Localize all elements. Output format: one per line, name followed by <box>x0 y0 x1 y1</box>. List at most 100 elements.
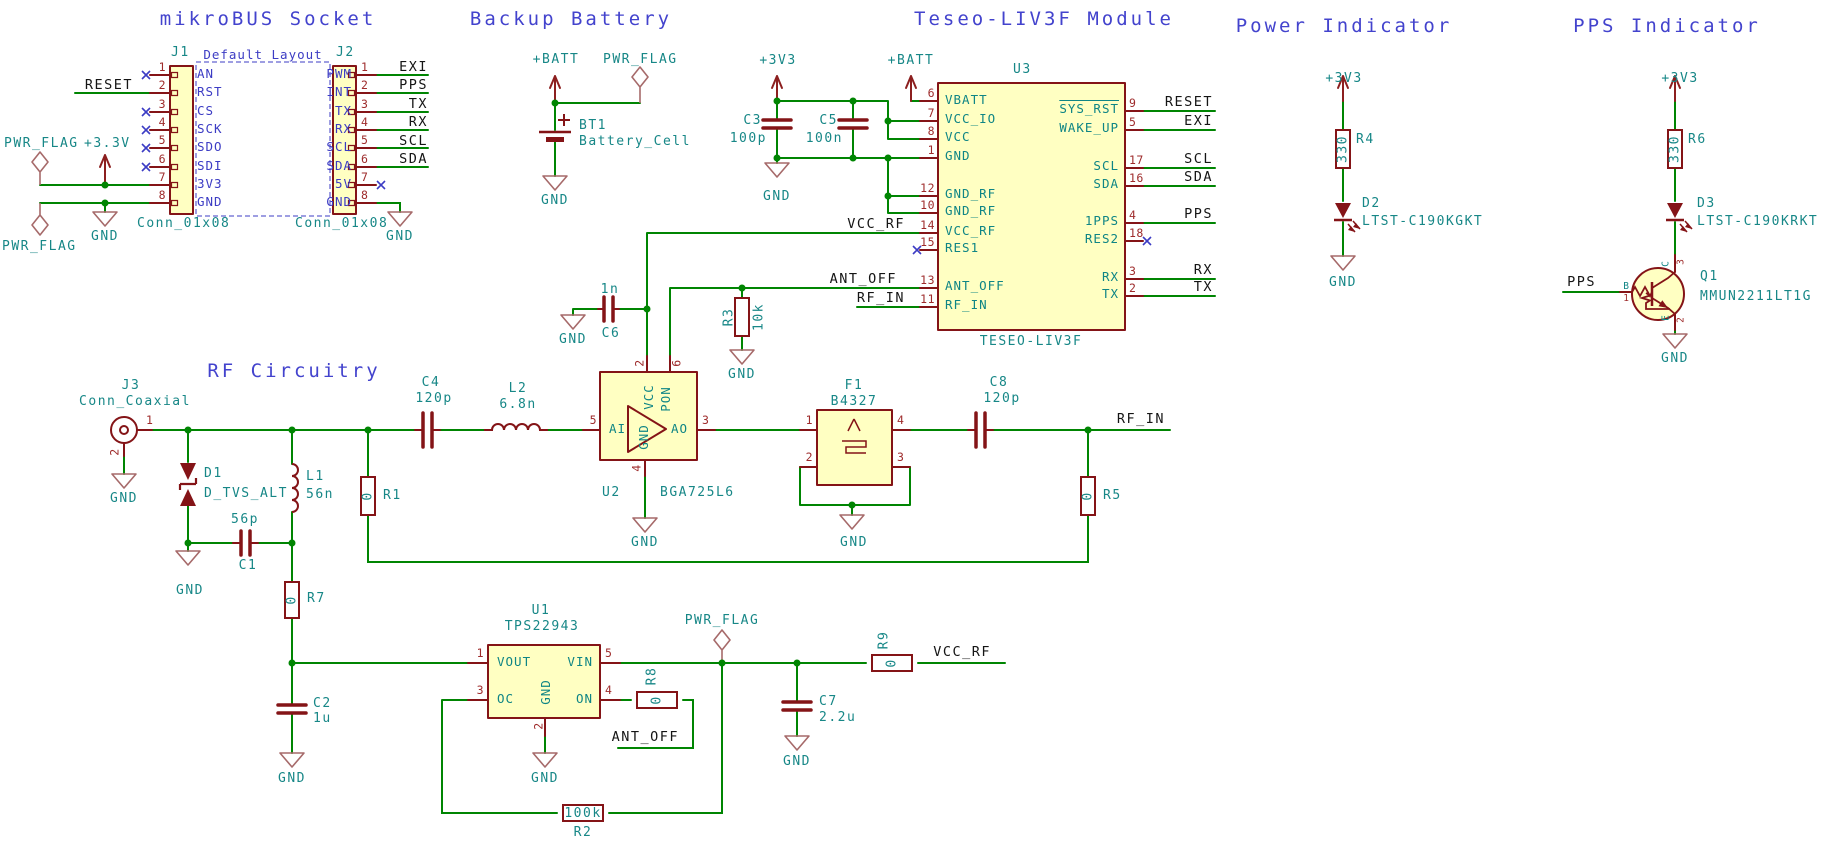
u1-pin-num-2[interactable]: 2 <box>531 722 546 730</box>
net-label-rx-u3[interactable]: RX <box>1193 262 1213 278</box>
q1-pin-num-3[interactable]: 3 <box>1675 259 1687 265</box>
r5-value[interactable]: 0 <box>1080 491 1096 501</box>
u3-pin-num-7[interactable]: 7 <box>927 106 935 120</box>
c5-ref[interactable]: C5 <box>819 113 838 128</box>
r1-ref[interactable]: R1 <box>383 488 402 503</box>
j1-pin-num-2[interactable]: 2 <box>158 78 166 92</box>
u3-pin-num-13[interactable]: 13 <box>920 273 935 287</box>
inductors[interactable] <box>291 423 548 513</box>
r8-ref[interactable]: R8 <box>644 666 660 686</box>
gnd-label-u1[interactable]: GND <box>531 771 559 786</box>
d3-value[interactable]: LTST-C190KRKT <box>1697 214 1819 229</box>
u3-pin-num-14[interactable]: 14 <box>920 218 935 232</box>
j1-pin-num-7[interactable]: 7 <box>158 170 166 184</box>
j2-pin-num-8[interactable]: 8 <box>361 188 369 202</box>
u3-pin-name-vcc-io[interactable]: VCC_IO <box>945 111 997 126</box>
j2-pin-num-5[interactable]: 5 <box>361 133 369 147</box>
section-title-power-ind[interactable]: Power Indicator <box>1235 15 1453 37</box>
gnd-label-d2[interactable]: GND <box>1329 275 1357 290</box>
r6-ref[interactable]: R6 <box>1688 132 1707 147</box>
u3-pin-num-15[interactable]: 15 <box>920 235 935 249</box>
r1-value[interactable]: 0 <box>360 491 376 501</box>
j2-ref[interactable]: J2 <box>336 45 355 60</box>
j1-pin-num-5[interactable]: 5 <box>158 133 166 147</box>
j1-pin-name-cs[interactable]: CS <box>197 103 215 118</box>
j1-pin-name-sdi[interactable]: SDI <box>197 158 223 173</box>
section-title-battery[interactable]: Backup Battery <box>469 8 673 30</box>
c6-ref[interactable]: C6 <box>601 326 621 341</box>
r3-value[interactable]: 10k <box>751 303 767 331</box>
power-3v3-label-teseo[interactable]: +3V3 <box>759 53 797 68</box>
r3-ref[interactable]: R3 <box>721 307 737 327</box>
j2-pin-name-tx[interactable]: TX <box>334 103 352 118</box>
j2-pin-name-sda[interactable]: SDA <box>326 158 352 173</box>
gnd-label-r3[interactable]: GND <box>728 367 756 382</box>
r6-value[interactable]: 330 <box>1667 135 1683 163</box>
c8-ref[interactable]: C8 <box>989 375 1009 390</box>
j1-pin-num-6[interactable]: 6 <box>158 152 166 166</box>
f1-value[interactable]: B4327 <box>830 394 878 409</box>
j3-pin-num-1[interactable]: 1 <box>146 413 154 427</box>
j2-pin-name-gnd[interactable]: GND <box>326 194 352 209</box>
u3-pin-name-sda[interactable]: SDA <box>1093 176 1119 191</box>
u1-value[interactable]: TPS22943 <box>504 619 580 634</box>
net-label-reset-j1[interactable]: RESET <box>84 77 133 93</box>
d2-ref[interactable]: D2 <box>1362 196 1381 211</box>
u1-ref[interactable]: U1 <box>531 603 551 618</box>
u2-ref[interactable]: U2 <box>602 485 621 500</box>
d3-ref[interactable]: D3 <box>1697 196 1716 211</box>
u3-pin-name-wake-up[interactable]: WAKE_UP <box>1059 120 1119 135</box>
c1-value[interactable]: 56p <box>231 512 259 527</box>
j3-value[interactable]: Conn_Coaxial <box>79 394 191 409</box>
j1-pin-num-8[interactable]: 8 <box>158 188 166 202</box>
gnd-label-c6[interactable]: GND <box>559 332 587 347</box>
j1-pin-num-3[interactable]: 3 <box>158 97 166 111</box>
net-label-tx-u3[interactable]: TX <box>1193 279 1213 295</box>
r9-ref[interactable]: R9 <box>876 630 892 650</box>
d3-led[interactable] <box>1666 203 1693 233</box>
r4-value[interactable]: 330 <box>1335 135 1351 163</box>
pwr-flag-label-1[interactable]: PWR_FLAG <box>4 136 79 151</box>
gnd-label-j2[interactable]: GND <box>386 229 414 244</box>
net-label-scl-u3[interactable]: SCL <box>1184 151 1213 167</box>
bt1-value[interactable]: Battery_Cell <box>579 134 691 149</box>
r5-ref[interactable]: R5 <box>1103 488 1122 503</box>
pwr-flag-label-2[interactable]: PWR_FLAG <box>2 239 77 254</box>
j2-pin-num-3[interactable]: 3 <box>361 97 369 111</box>
u3-pin-num-1[interactable]: 1 <box>927 143 935 157</box>
j2-pin-num-4[interactable]: 4 <box>361 115 369 129</box>
net-label-pps-q1[interactable]: PPS <box>1567 274 1596 290</box>
u3-pin-name-scl[interactable]: SCL <box>1093 158 1119 173</box>
u3-pin-num-16[interactable]: 16 <box>1129 171 1144 185</box>
d1-tvs-diode[interactable] <box>178 463 198 506</box>
j1-pin-name-sck[interactable]: SCK <box>197 121 223 136</box>
u3-pin-num-10[interactable]: 10 <box>920 198 935 212</box>
r7-value[interactable]: 0 <box>284 595 300 605</box>
power-3v3-label-mikrobus[interactable]: +3.3V <box>84 136 131 151</box>
l2-value[interactable]: 6.8n <box>499 397 537 412</box>
f1-pin-num-4[interactable]: 4 <box>897 413 905 427</box>
l1-value[interactable]: 56n <box>306 487 334 502</box>
u1-pin-name-on[interactable]: ON <box>575 691 593 706</box>
u3-pin-num-4[interactable]: 4 <box>1129 208 1137 222</box>
c4-value[interactable]: 120p <box>415 391 453 406</box>
j2-value[interactable]: Conn_01x08 <box>295 216 389 231</box>
net-label-exi-u3[interactable]: EXI <box>1184 113 1213 129</box>
u2-value[interactable]: BGA725L6 <box>660 485 735 500</box>
gnd-label-d1[interactable]: GND <box>176 583 204 598</box>
u3-pin-name-rf-in[interactable]: RF_IN <box>945 297 988 312</box>
j1-pin-num-4[interactable]: 4 <box>158 115 166 129</box>
f1-ref[interactable]: F1 <box>844 378 864 393</box>
j1-pin-name-sdo[interactable]: SDO <box>197 139 223 154</box>
section-title-mikrobus[interactable]: mikroBUS Socket <box>159 8 377 30</box>
net-label-ant-off-u3[interactable]: ANT_OFF <box>829 271 897 287</box>
gnd-label-mikrobus[interactable]: GND <box>91 229 119 244</box>
u2-pin-num-5[interactable]: 5 <box>589 413 597 427</box>
gnd-label-j3[interactable]: GND <box>110 491 138 506</box>
u3-pin-name-vcc-rf[interactable]: VCC_RF <box>945 223 997 238</box>
u3-pin-name-gnd-rf-2[interactable]: GND_RF <box>945 203 997 218</box>
u2-pin-num-6[interactable]: 6 <box>669 359 684 367</box>
r2-value[interactable]: 100k <box>564 806 602 821</box>
net-label-scl-j2[interactable]: SCL <box>399 133 428 149</box>
j1-pin-name-an[interactable]: AN <box>197 66 215 81</box>
